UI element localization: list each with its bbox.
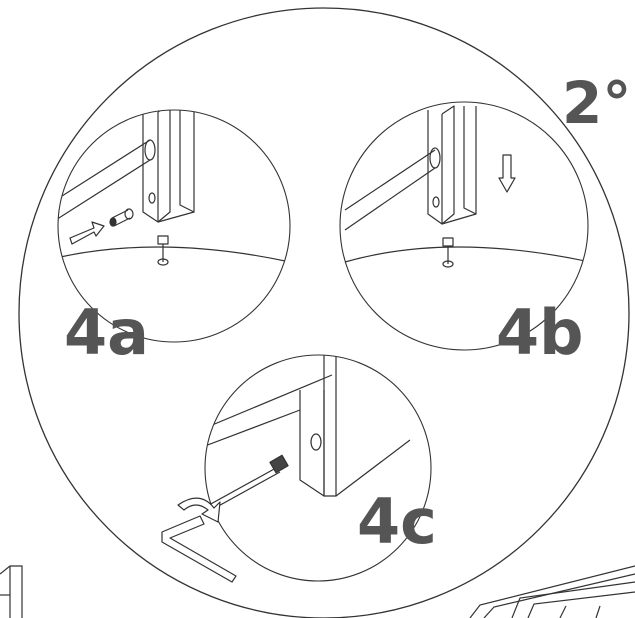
arrow-down-icon xyxy=(498,154,516,193)
arrow-right-icon xyxy=(69,221,105,245)
rotate-arrow-icon xyxy=(177,497,221,523)
allen-key-icon xyxy=(161,515,237,583)
step-4c-label: 4c xyxy=(357,485,437,558)
detail-4c xyxy=(161,354,432,583)
step-4a-label: 4a xyxy=(64,296,149,369)
step-4b-label: 4b xyxy=(496,296,584,369)
outer-circle xyxy=(18,7,630,618)
frame-part-right xyxy=(469,565,635,618)
step-order-label: 2° xyxy=(562,69,631,137)
detail-4b xyxy=(339,101,589,351)
frame-part-left xyxy=(0,565,23,618)
